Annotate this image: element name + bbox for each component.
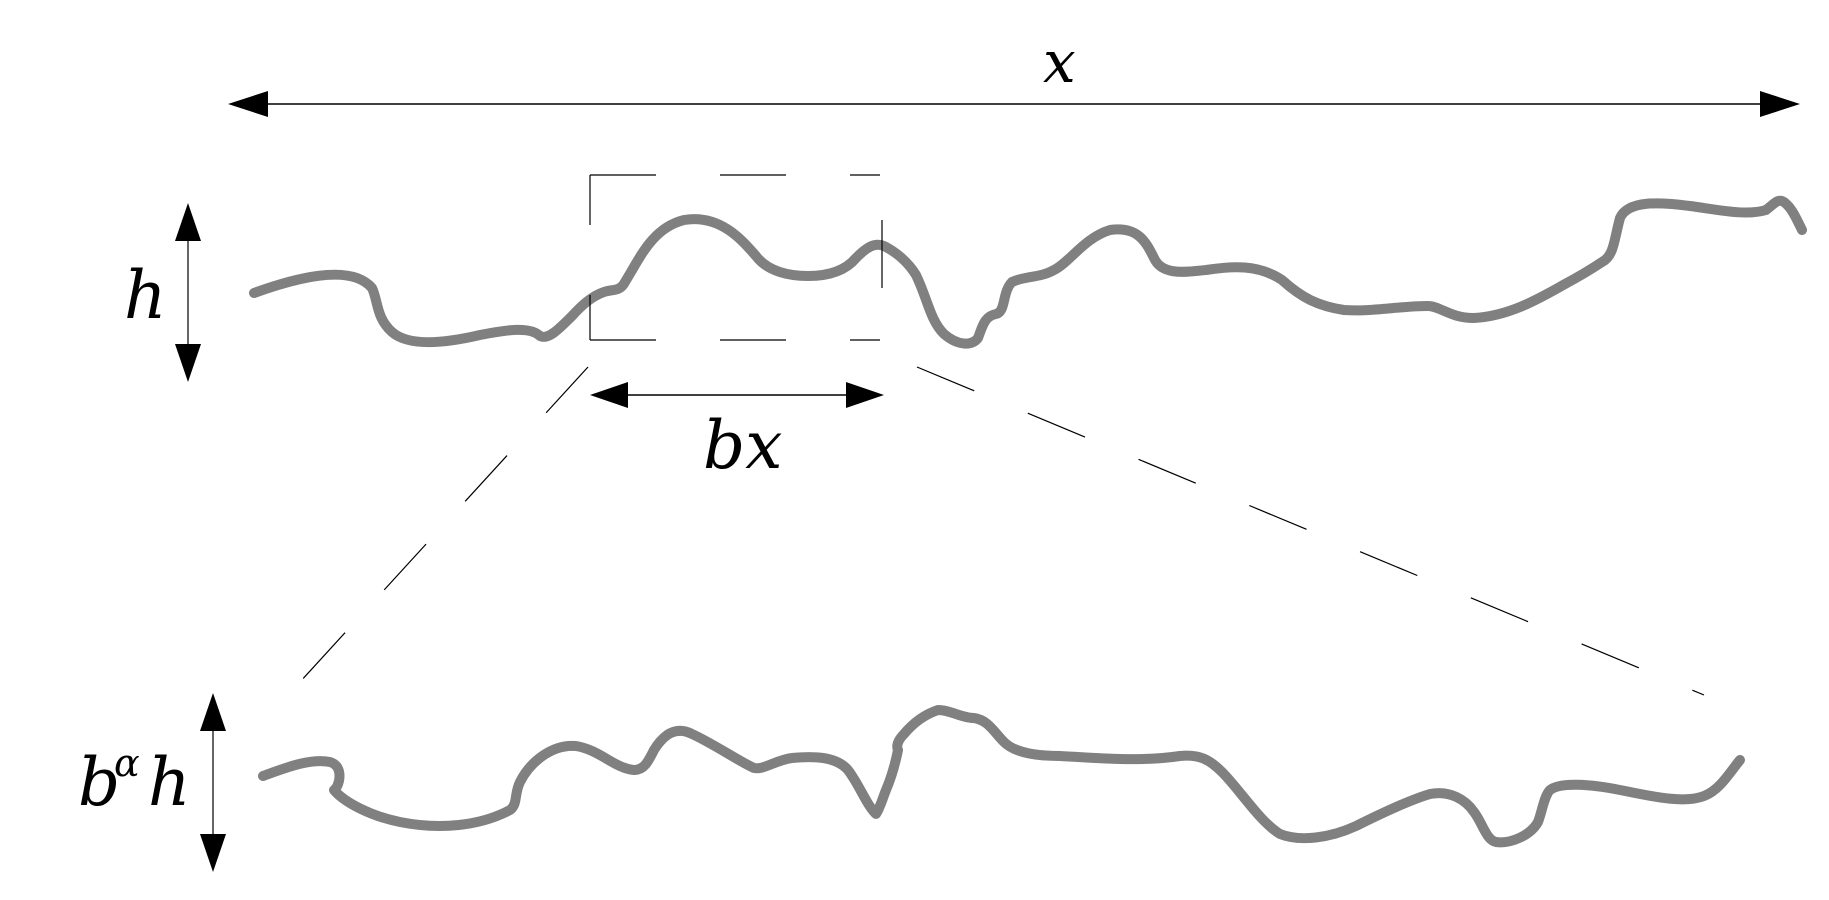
scaled-height-dimension-arrow [200,693,226,872]
left-arrowhead [228,91,268,117]
scaled-width-label: bx [703,407,782,484]
scaled-width-dimension-arrow [590,382,884,408]
zoom-line-right [916,366,1705,696]
down-arrowhead [175,344,201,382]
scaled-height-label: b α h [78,741,191,821]
scaled-height-exponent: α [114,741,140,785]
height-label: h [124,257,167,334]
scaled-height-base: b [78,744,120,821]
right-arrowhead [1760,91,1800,117]
up-arrowhead [175,203,201,241]
zoom-line-left [277,366,589,707]
scaled-height-var: h [148,744,191,821]
width-label: x [1043,28,1076,96]
rough-curve-top [249,195,1807,349]
width-dimension-arrow [228,91,1800,117]
right-arrowhead [846,382,884,408]
left-arrowhead [590,382,628,408]
down-arrowhead [200,834,226,872]
height-dimension-arrow [175,203,201,382]
selection-box [589,174,883,341]
up-arrowhead [200,693,226,731]
rough-curve-bottom [258,705,1745,848]
